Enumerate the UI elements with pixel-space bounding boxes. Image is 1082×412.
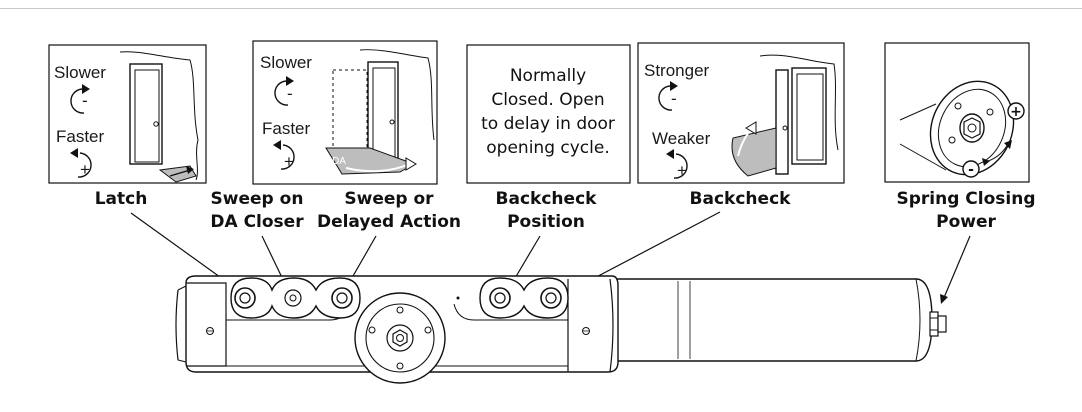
panel-backcheck-position-note: Normally Closed. Open to delay in door o… bbox=[466, 44, 631, 184]
svg-text:+: + bbox=[1010, 104, 1022, 120]
da-tag: DA bbox=[332, 156, 346, 167]
double-action-door-illustration: DA bbox=[325, 49, 435, 175]
panel-latch: Slower - Faster + bbox=[48, 44, 207, 184]
ccw-arrow-icon: - bbox=[70, 84, 90, 114]
top-rule bbox=[0, 8, 1082, 9]
door-closer-body bbox=[175, 275, 947, 384]
spring-adjust-nut bbox=[929, 311, 947, 337]
door-illustration bbox=[119, 51, 199, 183]
note-line-1: Normally bbox=[510, 66, 586, 86]
note-line-3: to delay in door bbox=[481, 114, 615, 134]
backcheck-weaker-text: Weaker bbox=[652, 129, 711, 148]
label-backcheck-position-line2: Position bbox=[507, 212, 585, 232]
panel-backcheck: Stronger - Weaker + bbox=[637, 42, 845, 184]
label-backcheck-position-line1: Backcheck bbox=[496, 189, 598, 209]
latch-valve bbox=[234, 287, 256, 309]
svg-text:+: + bbox=[284, 152, 294, 171]
note-line-2: Closed. Open bbox=[491, 90, 604, 110]
sweep-da-valve bbox=[284, 289, 302, 307]
label-sweep-da-line1: Sweep on bbox=[211, 189, 304, 209]
ccw-arrow-icon: - bbox=[274, 76, 294, 106]
latch-slower-text: Slower bbox=[54, 63, 106, 82]
cw-arrow-icon: + bbox=[70, 148, 92, 179]
cw-arrow-icon: + bbox=[666, 149, 688, 180]
plus-icon: + bbox=[1007, 102, 1025, 120]
note-line-4: opening cycle. bbox=[486, 138, 609, 158]
label-sweep-delayed-line2: Delayed Action bbox=[317, 212, 461, 232]
label-latch: Latch bbox=[95, 189, 148, 209]
label-spring-power-line2: Power bbox=[936, 212, 996, 232]
backcheck-valve bbox=[540, 287, 562, 309]
pinion bbox=[354, 292, 446, 384]
svg-text:+: + bbox=[80, 160, 90, 179]
svg-text:-: - bbox=[82, 91, 88, 110]
door-open-illustration bbox=[731, 54, 839, 177]
label-sweep-da-line2: DA Closer bbox=[210, 212, 304, 232]
ccw-arrow-icon: - bbox=[658, 81, 678, 111]
backcheck-position-valve bbox=[489, 287, 511, 309]
svg-text:-: - bbox=[287, 84, 293, 103]
svg-text:+: + bbox=[677, 161, 687, 180]
latch-faster-text: Faster bbox=[56, 127, 105, 146]
spring-adjust-illustration bbox=[899, 80, 1015, 176]
panel-sweep-da: Slower - Faster + DA bbox=[252, 40, 438, 185]
label-sweep-delayed-line1: Sweep or bbox=[344, 189, 434, 209]
label-backcheck: Backcheck bbox=[690, 189, 792, 209]
sweep-slower-text: Slower bbox=[260, 53, 312, 72]
sweep-faster-text: Faster bbox=[262, 119, 311, 138]
label-spring-power-line1: Spring Closing bbox=[896, 189, 1035, 209]
svg-text:-: - bbox=[671, 89, 677, 108]
svg-text:-: - bbox=[968, 162, 974, 178]
panel-spring-power: + - bbox=[884, 42, 1030, 183]
minus-icon: - bbox=[962, 160, 980, 178]
rotate-arrow-icon bbox=[982, 140, 1012, 166]
sweep-delayed-valve bbox=[331, 287, 353, 309]
cw-arrow-icon: + bbox=[273, 140, 295, 171]
backcheck-stronger-text: Stronger bbox=[644, 61, 710, 80]
